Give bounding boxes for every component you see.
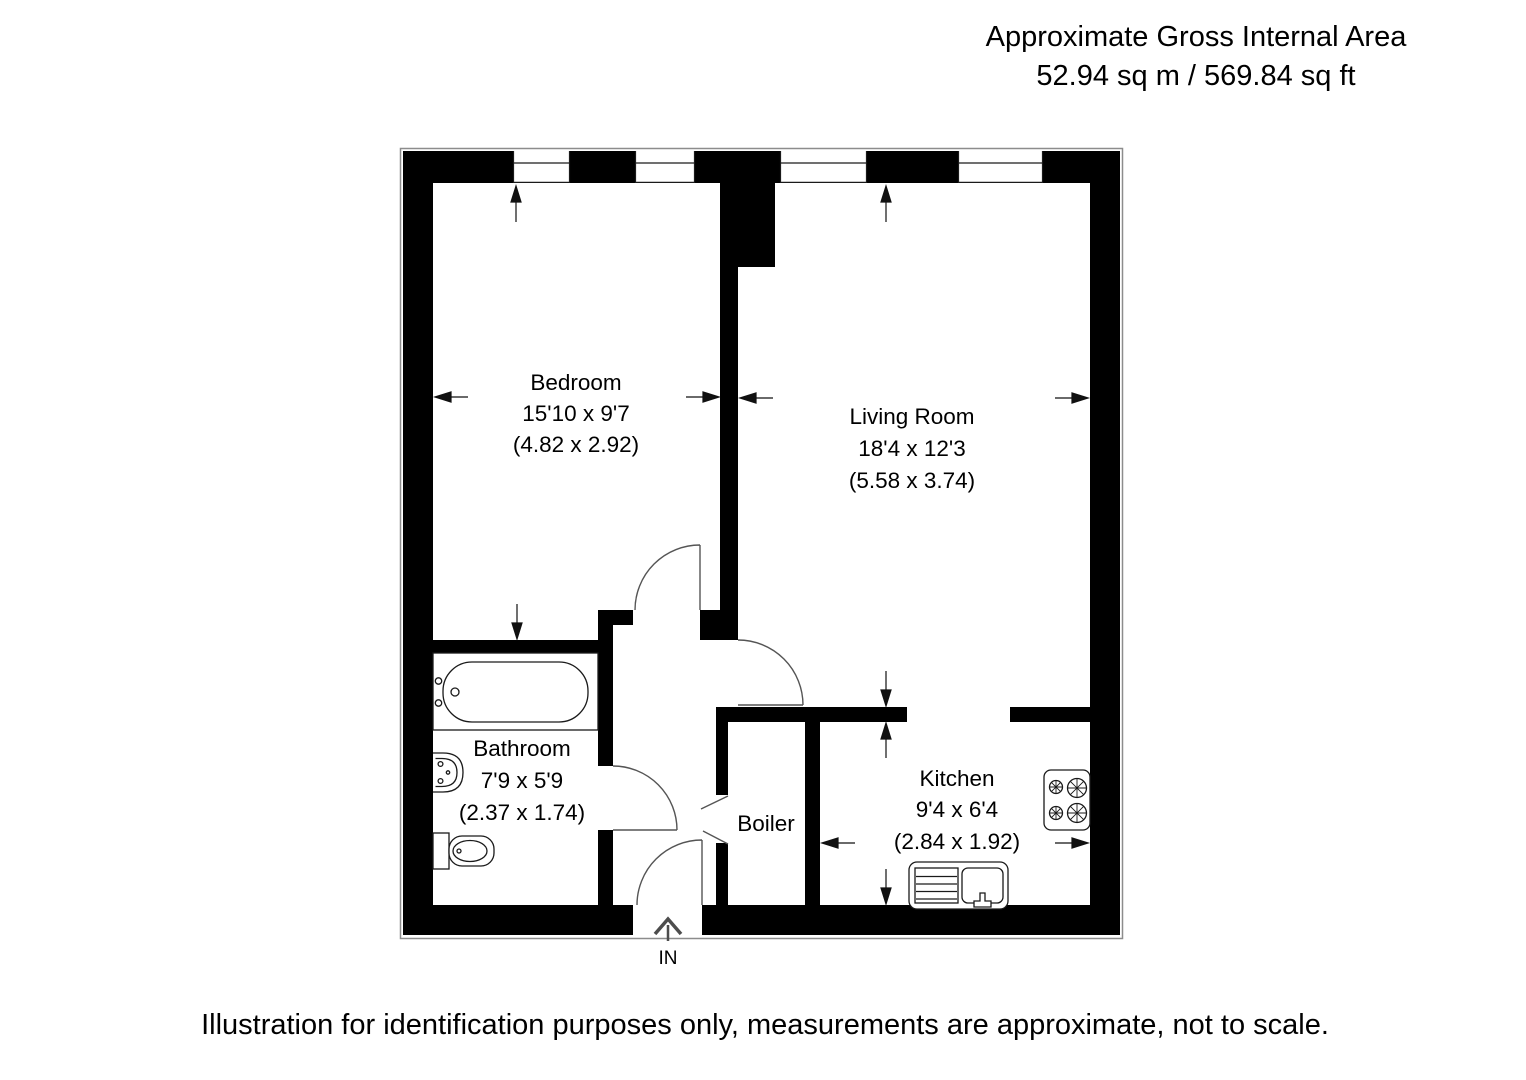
arrow-left-icon <box>432 391 468 403</box>
living-room-door-icon <box>737 639 804 706</box>
bathroom-door-icon <box>612 765 678 831</box>
arrow-down-icon <box>511 604 523 642</box>
bathroom-fixtures <box>432 652 599 870</box>
window-icon <box>512 151 571 183</box>
bathtub-icon <box>432 652 599 731</box>
wall-chimney-block <box>720 183 775 267</box>
window-icon <box>957 151 1044 183</box>
wall-kitchen-top-left <box>716 707 907 722</box>
in-arrowhead-icon <box>653 916 683 936</box>
arrow-down-icon <box>880 671 892 709</box>
burner-icon <box>1048 805 1064 821</box>
burner-icon <box>1048 779 1064 795</box>
wall-boiler-left-upper <box>716 722 728 795</box>
windows <box>512 151 1044 183</box>
wall-bedroom-living-divider <box>720 267 738 610</box>
doors <box>612 544 804 906</box>
arrow-up-icon <box>510 183 522 222</box>
living-room-dims-metric: (5.58 x 3.74) <box>849 468 975 493</box>
wall-boiler-left-lower <box>716 843 728 905</box>
dimension-arrows <box>432 183 1091 907</box>
plan-outline <box>399 147 1124 940</box>
room-labels: Bedroom 15'10 x 9'7 (4.82 x 2.92) Living… <box>459 370 1020 854</box>
arrow-up-icon <box>880 183 892 222</box>
entrance-marker: IN <box>653 916 683 969</box>
wall-bathroom-right-lower <box>598 830 613 905</box>
boiler-label: Boiler <box>737 811 795 836</box>
wall-bathroom-top <box>433 640 613 655</box>
kitchen-label: Kitchen <box>919 766 994 791</box>
arrow-right-icon <box>686 391 722 403</box>
bedroom-dims-imperial: 15'10 x 9'7 <box>522 401 629 426</box>
bathroom-label: Bathroom <box>473 736 571 761</box>
basin-icon <box>433 752 464 793</box>
wall-bathroom-right-upper <box>598 610 613 766</box>
wall-bottom-left <box>403 905 633 935</box>
walls <box>403 151 1120 935</box>
burner-icon <box>1066 802 1088 824</box>
kitchen-dims-metric: (2.84 x 1.92) <box>894 829 1020 854</box>
toilet-icon <box>432 832 495 870</box>
arrow-left-icon <box>737 392 773 404</box>
arrow-left-icon <box>819 837 855 849</box>
boiler-door-icon <box>700 795 729 845</box>
wall-hall-stub-right <box>700 610 738 640</box>
window-icon <box>779 151 868 183</box>
gross-area-value: 52.94 sq m / 569.84 sq ft <box>1036 60 1355 92</box>
living-room-label: Living Room <box>849 404 974 429</box>
disclaimer-caption: Illustration for identification purposes… <box>201 1009 1329 1041</box>
wall-left <box>403 151 433 935</box>
entrance-label: IN <box>659 948 678 969</box>
window-icon <box>634 151 696 183</box>
bedroom-label: Bedroom <box>530 370 621 395</box>
wall-boiler-kitchen <box>805 722 820 905</box>
sink-icon <box>908 861 1009 910</box>
kitchen-fixtures <box>908 769 1091 910</box>
burner-icon <box>1066 777 1088 799</box>
hob-icon <box>1043 769 1091 831</box>
arrow-right-icon <box>1055 837 1091 849</box>
entrance-door-icon <box>636 839 703 906</box>
bathroom-dims-metric: (2.37 x 1.74) <box>459 800 585 825</box>
bathroom-dims-imperial: 7'9 x 5'9 <box>481 768 563 793</box>
arrow-right-icon <box>1055 392 1091 404</box>
wall-kitchen-top-right <box>1010 707 1090 722</box>
bedroom-dims-metric: (4.82 x 2.92) <box>513 432 639 457</box>
gross-area-title: Approximate Gross Internal Area <box>986 21 1408 53</box>
bedroom-door-icon <box>634 544 701 611</box>
living-room-dims-imperial: 18'4 x 12'3 <box>858 436 965 461</box>
arrow-up-icon <box>880 720 892 758</box>
arrow-down-icon <box>880 869 892 907</box>
wall-right <box>1090 151 1120 935</box>
wall-bottom-right <box>702 905 1120 935</box>
kitchen-dims-imperial: 9'4 x 6'4 <box>916 797 998 822</box>
